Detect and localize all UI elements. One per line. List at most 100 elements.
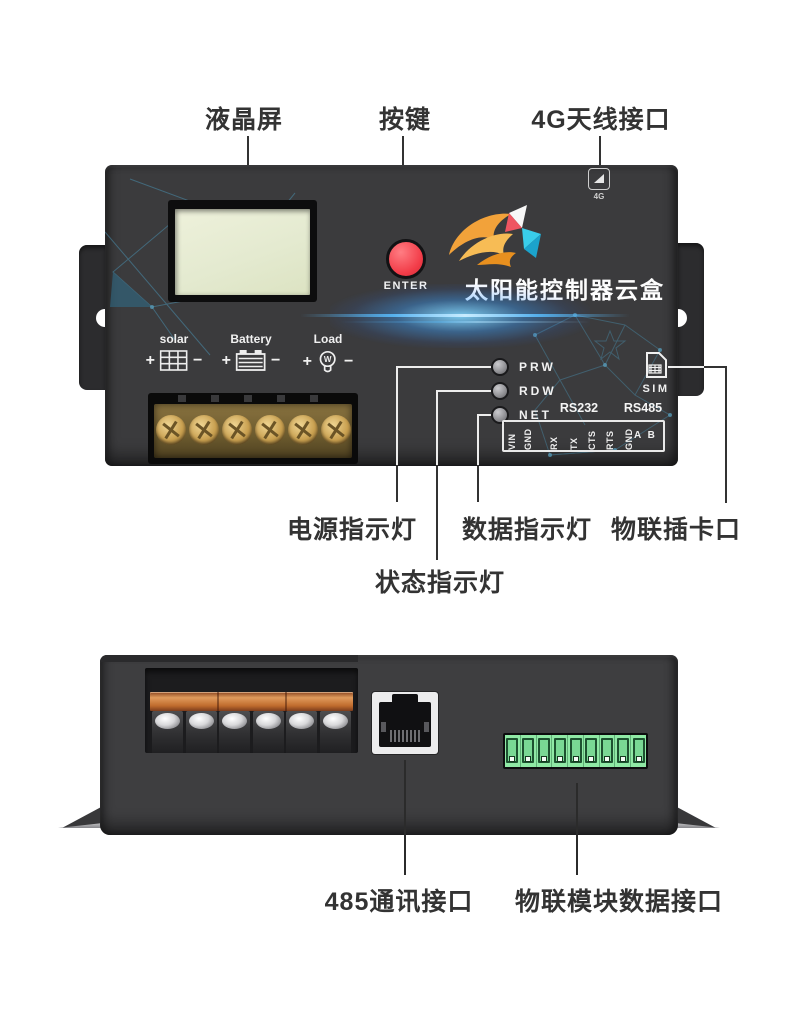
label-antenna: 4G天线接口 bbox=[531, 106, 671, 134]
battery-label: Battery bbox=[230, 332, 272, 346]
label-status-led: 状态指示灯 bbox=[374, 569, 506, 597]
plus-sign: + bbox=[302, 353, 312, 370]
solar-terminal-group: solar + − bbox=[145, 332, 203, 371]
connector-pin bbox=[614, 735, 630, 767]
screw-terminal bbox=[152, 711, 183, 753]
led-net: NET bbox=[491, 406, 552, 424]
sim-card-icon bbox=[646, 352, 667, 378]
panel-step bbox=[100, 655, 358, 662]
lcd-screen bbox=[175, 209, 310, 295]
connector-pin bbox=[551, 735, 567, 767]
callout-line-prw bbox=[397, 366, 491, 368]
enter-button-label: ENTER bbox=[383, 280, 429, 292]
plus-sign: + bbox=[221, 351, 231, 369]
load-label: Load bbox=[313, 332, 343, 346]
terminal-label-tx: TX bbox=[569, 437, 579, 450]
screw-terminal bbox=[219, 711, 250, 753]
screw-terminal bbox=[286, 711, 317, 753]
callout-line-rdw bbox=[436, 390, 438, 465]
minus-sign: − bbox=[271, 351, 281, 369]
connector-pin bbox=[567, 735, 583, 767]
iot-data-connector bbox=[503, 733, 648, 769]
mount-flange-left-edge bbox=[58, 823, 103, 828]
callout-line-sim bbox=[725, 366, 727, 503]
net-led-icon bbox=[491, 406, 509, 424]
screw-notch-right bbox=[678, 309, 687, 327]
connector-pin bbox=[505, 735, 520, 767]
screw-notch-left bbox=[96, 309, 105, 327]
sim-label: SIM bbox=[642, 383, 670, 395]
device-front-panel: ENTER 太阳能控制器云盒 solar + bbox=[105, 165, 678, 466]
terminal-label-rx: RX bbox=[549, 436, 559, 450]
minus-sign: − bbox=[193, 351, 203, 369]
brass-screw bbox=[321, 415, 351, 445]
rdw-led-icon bbox=[491, 382, 509, 400]
antenna-4g-text: 4G bbox=[593, 192, 605, 201]
led-rdw: RDW bbox=[491, 382, 557, 400]
load-terminal-group: Load + W − bbox=[302, 332, 353, 374]
terminal-block-bottom bbox=[145, 668, 358, 753]
callout-line-rdw bbox=[436, 465, 438, 560]
callout-line-rdw bbox=[437, 390, 491, 392]
screw-terminal bbox=[320, 711, 351, 753]
rs232-caption: RS232 bbox=[559, 401, 599, 415]
label-data-led: 数据指示灯 bbox=[461, 516, 593, 544]
terminal-label-gnd: GND bbox=[523, 428, 533, 451]
rdw-led-label: RDW bbox=[519, 384, 557, 398]
terminal-block-front bbox=[148, 393, 358, 464]
callout-line-prw bbox=[396, 465, 398, 502]
rj45-jack bbox=[379, 702, 431, 747]
label-rs485-port: 485通讯接口 bbox=[324, 888, 474, 916]
label-sim-slot: 物联插卡口 bbox=[610, 516, 742, 544]
label-power-led: 电源指示灯 bbox=[286, 516, 418, 544]
connector-pin bbox=[535, 735, 552, 767]
copper-busbar bbox=[150, 692, 353, 711]
brass-screw bbox=[222, 415, 252, 445]
solar-panel-icon bbox=[160, 350, 188, 371]
callout-line-iot-connector bbox=[576, 783, 578, 875]
prw-led-icon bbox=[491, 358, 509, 376]
connector-pin bbox=[630, 735, 646, 767]
connector-pin bbox=[582, 735, 599, 767]
callout-line-net bbox=[477, 465, 479, 502]
terminal-label-ab: A B bbox=[634, 430, 657, 441]
terminal-label-gnd2: GND bbox=[624, 428, 634, 451]
antenna-4g-icon bbox=[588, 168, 610, 190]
rs485-caption: RS485 bbox=[623, 401, 663, 415]
terminal-label-cts: CTS bbox=[587, 430, 597, 451]
brass-screw bbox=[288, 415, 318, 445]
battery-terminal-group: Battery + − bbox=[221, 332, 281, 371]
screw-terminal bbox=[186, 711, 217, 753]
callout-line-antenna bbox=[599, 136, 601, 167]
enter-button[interactable] bbox=[386, 239, 426, 279]
callout-line-sim bbox=[668, 366, 704, 368]
callout-line-net bbox=[477, 414, 479, 465]
terminal-label-rts: RTS bbox=[605, 430, 615, 451]
callout-line-net bbox=[478, 414, 491, 416]
prw-led-label: PRW bbox=[519, 360, 556, 374]
lcd-bezel bbox=[168, 200, 317, 302]
connector-pin bbox=[598, 735, 615, 767]
screw-terminal bbox=[253, 711, 284, 753]
callout-line-rj45 bbox=[404, 760, 406, 875]
rj45-port bbox=[372, 692, 438, 754]
brass-strip bbox=[154, 404, 352, 458]
battery-icon bbox=[236, 350, 266, 371]
callout-line-sim bbox=[704, 366, 727, 368]
phoenix-logo bbox=[449, 205, 541, 267]
terminal-label-box: VIN GND RX TX CTS RTS GND A B bbox=[502, 420, 665, 452]
svg-text:W: W bbox=[324, 355, 332, 364]
mount-flange-right-edge bbox=[675, 823, 720, 828]
connector-pin bbox=[519, 735, 536, 767]
callout-line-prw bbox=[396, 366, 398, 465]
brass-screw bbox=[255, 415, 285, 445]
terminal-label-vin: VIN bbox=[507, 433, 517, 450]
device-bottom-panel bbox=[100, 655, 678, 835]
brass-screw bbox=[189, 415, 219, 445]
label-button: 按键 bbox=[378, 106, 432, 134]
led-prw: PRW bbox=[491, 358, 556, 376]
brand-title: 太阳能控制器云盒 bbox=[465, 277, 665, 303]
brass-screw bbox=[156, 415, 186, 445]
plus-sign: + bbox=[145, 351, 155, 369]
bulb-icon: W bbox=[319, 350, 337, 373]
